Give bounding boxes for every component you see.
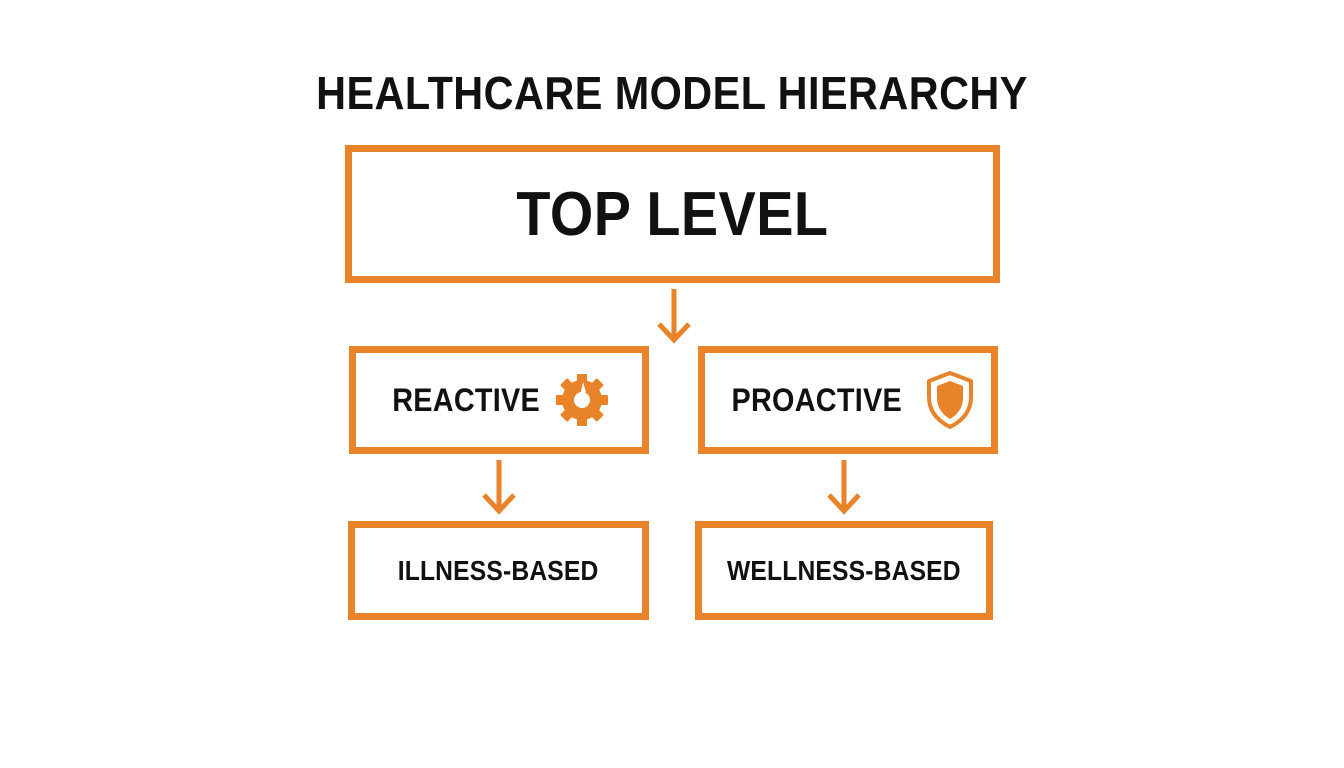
reactive-box: REACTIVE	[349, 346, 649, 454]
diagram-title: HEALTHCARE MODEL HIERARCHY	[316, 67, 1028, 119]
proactive-box: PROACTIVE	[698, 346, 998, 454]
wellness-based-label: WELLNESS-BASED	[727, 554, 961, 586]
proactive-label: PROACTIVE	[731, 381, 903, 418]
arrow-top-down	[657, 289, 691, 345]
gear-icon	[550, 368, 614, 432]
illness-based-box: ILLNESS-BASED	[348, 521, 649, 620]
shield-icon	[926, 370, 974, 430]
top-level-box: TOP LEVEL	[345, 145, 1000, 283]
arrow-proactive-down	[827, 460, 861, 516]
wellness-based-box: WELLNESS-BASED	[695, 521, 993, 620]
arrow-reactive-down	[482, 460, 516, 516]
top-level-label: TOP LEVEL	[516, 179, 829, 249]
reactive-label: REACTIVE	[392, 381, 540, 418]
illness-based-label: ILLNESS-BASED	[398, 554, 599, 586]
